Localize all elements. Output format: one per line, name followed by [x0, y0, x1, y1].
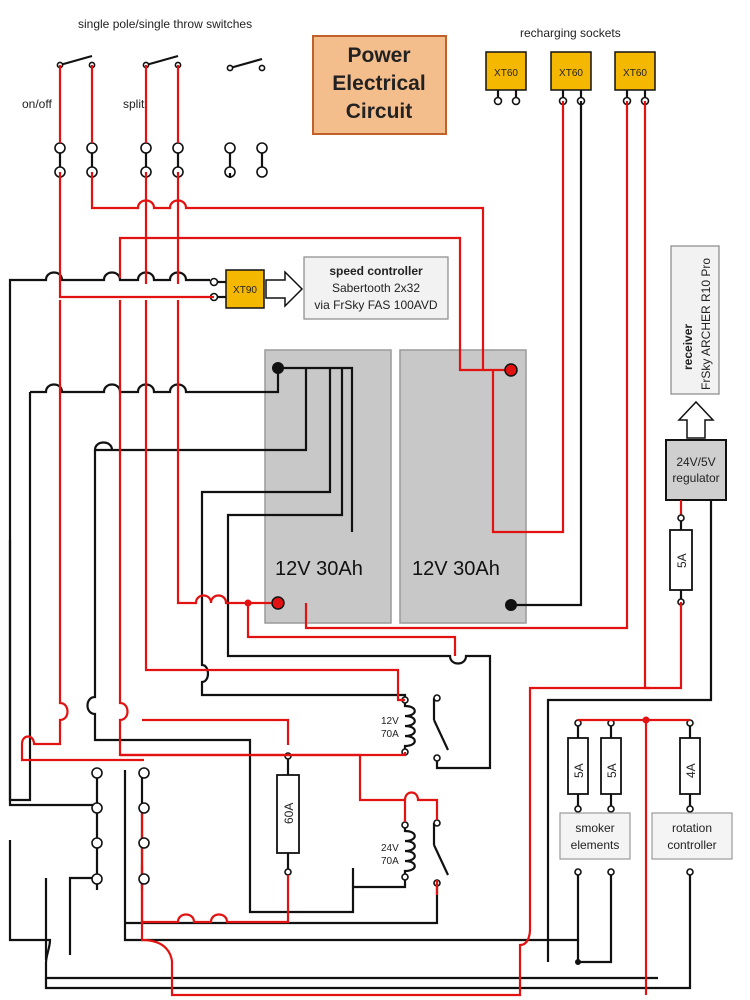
fuse-main-label: 60A	[282, 803, 296, 824]
battery-2-positive-terminal	[504, 363, 518, 377]
speed-controller-title: speed controller	[329, 264, 423, 278]
receiver-box: receiver FrSky ARCHER R10 Pro	[670, 245, 720, 395]
xt60-socket-2: XT60	[550, 51, 592, 106]
title-line-2: Electrical	[332, 72, 425, 95]
receiver-model: FrSky ARCHER R10 Pro	[699, 258, 713, 390]
battery-1-positive-terminal	[271, 596, 285, 610]
smoker-line-2: elements	[571, 838, 620, 852]
xt60-socket-1-label: XT60	[494, 68, 518, 79]
fuse-smoker-1: 5A	[567, 719, 589, 813]
battery-1-label: 12V 30Ah	[275, 558, 363, 580]
relay-24v-line-1: 24V	[381, 843, 399, 854]
relay-12v-line-2: 70A	[381, 729, 399, 740]
battery-2-negative-terminal	[505, 599, 517, 611]
junction-dot	[575, 959, 581, 965]
xt60-socket-1: XT60	[485, 51, 527, 106]
battery-1-negative-terminal	[272, 362, 284, 374]
relay-12v: 12V 70A	[381, 694, 449, 762]
title-line-1: Power	[347, 44, 410, 67]
switch-terminal-pairs	[54, 142, 268, 178]
xt60-socket-2-label: XT60	[559, 68, 583, 79]
rotation-line-1: rotation	[672, 821, 712, 835]
title-box	[312, 35, 447, 135]
junction-dot	[642, 716, 650, 724]
fuse-regulator-label: 5A	[675, 553, 689, 568]
fuse-smoker-2-label: 5A	[605, 763, 619, 778]
regulator-line-1: 24V/5V	[676, 455, 715, 469]
xt90-connector: XT90	[209, 269, 265, 309]
on-off-label: on/off	[22, 97, 52, 111]
fuse-smoker-1-label: 5A	[572, 763, 586, 778]
junction-dot	[244, 599, 252, 607]
arrow-to-receiver-icon	[677, 400, 715, 439]
positive-wiring	[20, 101, 690, 997]
fuse-rotation: 4A	[679, 719, 701, 813]
xt60-socket-3: XT60	[614, 51, 656, 106]
regulator-line-2: regulator	[672, 471, 719, 485]
recharging-sockets-label: recharging sockets	[520, 26, 621, 40]
switch-spare	[226, 57, 266, 72]
load-terminals	[574, 868, 694, 876]
speed-controller-box: speed controller Sabertooth 2x32 via FrS…	[303, 256, 449, 320]
fuse-main-60a: 60A	[276, 752, 300, 876]
rotation-controller-box: rotation controller	[651, 812, 733, 860]
receiver-title: receiver	[681, 324, 695, 370]
xt60-socket-3-label: XT60	[623, 68, 647, 79]
battery-1	[264, 349, 392, 624]
smoker-line-1: smoker	[575, 821, 614, 835]
battery-2-label: 12V 30Ah	[412, 558, 500, 580]
switch-on-off	[56, 54, 96, 69]
regulator-box: 24V/5V regulator	[665, 439, 727, 501]
rotation-line-2: controller	[667, 838, 716, 852]
smoker-elements-box: smoker elements	[559, 812, 631, 860]
battery-2	[399, 349, 527, 624]
switch-split-1	[142, 54, 182, 69]
busbar-terminals	[91, 767, 150, 885]
relay-12v-line-1: 12V	[381, 716, 399, 727]
relay-24v: 24V 70A	[381, 819, 449, 887]
switch-legs	[58, 65, 180, 143]
arrow-to-speed-controller-icon	[265, 270, 304, 308]
title-line-3: Circuit	[346, 100, 413, 123]
fuse-regulator: 5A	[669, 500, 693, 606]
relay-24v-line-2: 70A	[381, 856, 399, 867]
speed-controller-via: via FrSky FAS 100AVD	[314, 298, 437, 312]
fuse-smoker-2: 5A	[600, 719, 622, 813]
split-label: split	[123, 97, 145, 111]
speed-controller-model: Sabertooth 2x32	[332, 281, 420, 295]
fuse-rotation-label: 4A	[684, 763, 698, 778]
xt90-label: XT90	[233, 285, 257, 296]
switches-heading: single pole/single throw switches	[78, 17, 252, 31]
